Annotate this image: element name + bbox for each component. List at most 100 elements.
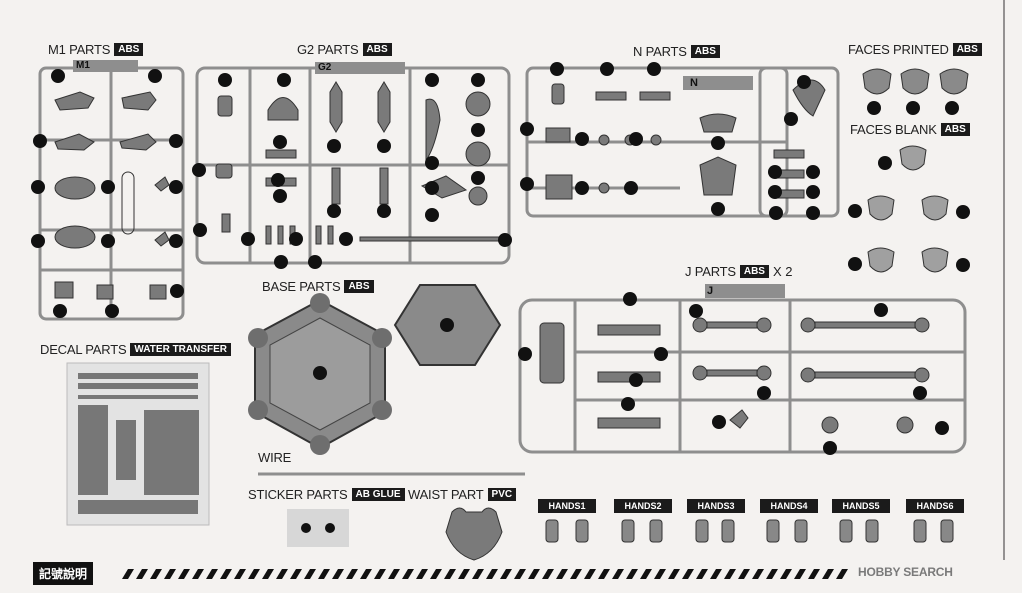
g2-parts-title: G2 PARTS ABS [297, 41, 392, 57]
hazard-stripe [206, 569, 218, 579]
hands-5: HANDS5 [832, 499, 890, 513]
m1-material-badge: ABS [114, 42, 144, 56]
hazard-stripe [822, 569, 834, 579]
hazard-stripe [808, 569, 820, 579]
m1-tag-bg [73, 60, 138, 72]
hazard-stripe [458, 569, 470, 579]
m1-parts-title: M1 PARTS ABS [48, 41, 144, 57]
sticker-sheet [287, 509, 349, 547]
faces-blank-label: FACES BLANK [850, 121, 937, 137]
hazard-stripe [150, 569, 162, 579]
hazard-stripe [122, 569, 134, 579]
decal-sheet [66, 362, 210, 526]
hazard-stripe [304, 569, 316, 579]
hazard-stripe [360, 569, 372, 579]
hands-4-label: HANDS4 [760, 499, 818, 513]
g2-parts [215, 81, 501, 245]
hazard-stripe [290, 569, 302, 579]
hazard-stripe [192, 569, 204, 579]
faces-blank [867, 145, 949, 273]
hazard-stripe [500, 569, 512, 579]
hazard-stripe [654, 569, 666, 579]
m1-callouts [31, 69, 184, 318]
j-parts-label: J PARTS [685, 263, 736, 279]
hazard-stripe [766, 569, 778, 579]
hazard-stripe [248, 569, 260, 579]
hazard-stripe [724, 569, 736, 579]
n-callouts [520, 62, 820, 220]
j-runner-tag: J [707, 285, 714, 297]
hazard-stripe [514, 569, 526, 579]
hands-4: HANDS4 [760, 499, 818, 513]
n-parts-title: N PARTS ABS [633, 43, 720, 59]
decal-parts-label: DECAL PARTS [40, 341, 127, 357]
hazard-stripe [696, 569, 708, 579]
g2-tag-bg [315, 62, 405, 74]
j-tag-bg [705, 284, 785, 298]
faces-blank-title: FACES BLANK ABS [850, 121, 970, 137]
g2-callouts [192, 73, 512, 269]
wire-label: WIRE [258, 449, 292, 465]
hands-1-label: HANDS1 [538, 499, 596, 513]
hands-3-label: HANDS3 [687, 499, 745, 513]
m1-runner-tag: M1 [76, 60, 90, 71]
hazard-stripe [640, 569, 652, 579]
waist-part-shape [445, 507, 503, 561]
hands-6-label: HANDS6 [906, 499, 964, 513]
waist-part-label: WAIST PART [408, 486, 484, 502]
decal-parts-title: DECAL PARTS WATER TRANSFER [40, 341, 232, 357]
hazard-stripe [668, 569, 680, 579]
hazard-stripe [178, 569, 190, 579]
hazard-stripe [752, 569, 764, 579]
faces-blank-material-badge: ABS [940, 122, 970, 136]
g2-material-badge: ABS [362, 42, 392, 56]
base-parts-label: BASE PARTS [262, 278, 341, 294]
hazard-stripe [556, 569, 568, 579]
n-tag-bg [683, 76, 753, 90]
hazard-stripe [402, 569, 414, 579]
hands-2: HANDS2 [614, 499, 672, 513]
legend-heading: 記號說明 [33, 562, 94, 585]
hazard-stripe [374, 569, 386, 579]
g2-parts-label: G2 PARTS [297, 41, 359, 57]
hazard-stripe [220, 569, 232, 579]
hazard-stripe [346, 569, 358, 579]
faces-printed-callouts [867, 101, 959, 115]
hazard-stripe [598, 569, 610, 579]
hands-shapes [545, 519, 954, 543]
hazard-stripe [416, 569, 428, 579]
hazard-stripe [262, 569, 274, 579]
j-material-badge: ABS [739, 264, 769, 278]
base-part-1 [248, 293, 392, 455]
hands-6: HANDS6 [906, 499, 964, 513]
hazard-stripe [794, 569, 806, 579]
hands-2-label: HANDS2 [614, 499, 672, 513]
hazard-stripe [612, 569, 624, 579]
hazard-stripe [332, 569, 344, 579]
j-callouts [518, 292, 949, 455]
hazard-stripe [430, 569, 442, 579]
faces-printed-title: FACES PRINTED ABS [848, 41, 982, 57]
sticker-parts-label: STICKER PARTS [248, 486, 348, 502]
hazard-stripe [528, 569, 540, 579]
sticker-material-badge: AB GLUE [351, 487, 405, 501]
base-material-badge: ABS [344, 279, 374, 293]
hazard-stripe [836, 569, 848, 579]
hazard-stripe [570, 569, 582, 579]
watermark: HOBBY SEARCH [858, 565, 953, 579]
hazard-stripe [486, 569, 498, 579]
waist-part-title: WAIST PART PVC [408, 486, 517, 502]
base-parts-title: BASE PARTS ABS [262, 278, 374, 294]
faces-printed [862, 68, 969, 95]
faces-printed-label: FACES PRINTED [848, 41, 949, 57]
hazard-stripe [444, 569, 456, 579]
sticker-parts-title: STICKER PARTS AB GLUE [248, 486, 405, 502]
hazard-stripe [738, 569, 750, 579]
hazard-stripe [234, 569, 246, 579]
hands-3: HANDS3 [687, 499, 745, 513]
faces-blank-callouts [848, 156, 970, 272]
m1-parts [54, 91, 170, 300]
hazard-stripe [682, 569, 694, 579]
